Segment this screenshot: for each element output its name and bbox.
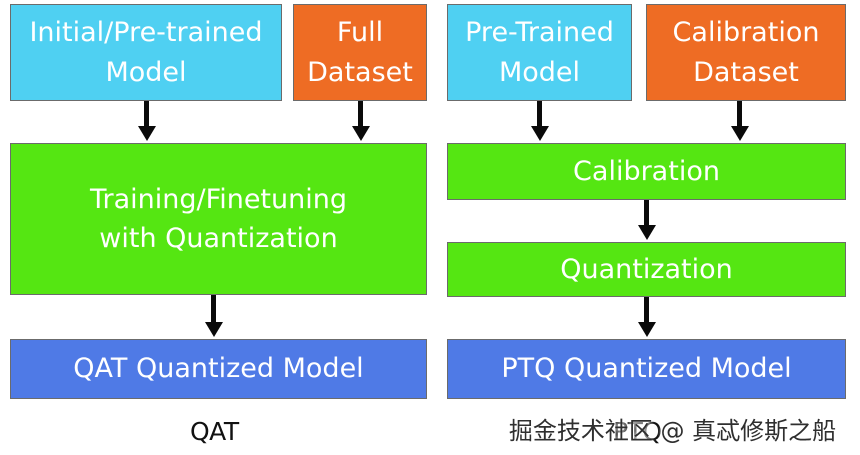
qat-full-dataset-label: Full Dataset [307, 17, 413, 88]
qat-model-to-training-arrow [144, 101, 149, 127]
qat-initial-model-label: Initial/Pre-trained Model [29, 17, 263, 88]
ptq-calibration-box: Calibration [447, 143, 846, 200]
ptq-calibration-label: Calibration [573, 155, 720, 187]
ptq-quantized-model-label: PTQ Quantized Model [501, 353, 792, 385]
qat-full-dataset-box: Full Dataset [293, 4, 427, 101]
qat-training-label: Training/Finetuning with Quantization [90, 183, 347, 254]
ptq-quantization-label: Quantization [560, 253, 733, 285]
ptq-model-to-calibration-arrow [537, 101, 542, 127]
ptq-calibration-to-quantization-arrow [644, 200, 649, 226]
qat-quantized-model-label: QAT Quantized Model [73, 353, 364, 385]
ptq-quantization-box: Quantization [447, 242, 846, 297]
ptq-calibration-dataset-box: Calibration Dataset [646, 4, 846, 101]
ptq-caption: PTQ [613, 417, 662, 446]
ptq-quantized-model-box: PTQ Quantized Model [447, 339, 846, 399]
qat-caption: QAT [190, 417, 239, 446]
ptq-pretrained-model-box: Pre-Trained Model [447, 4, 632, 101]
watermark: 掘金技术社区 @ 真忒修斯之船 [508, 416, 837, 445]
qat-dataset-to-training-arrow [358, 101, 363, 127]
ptq-dataset-to-calibration-arrow [737, 101, 742, 127]
qat-training-to-output-arrow [211, 295, 216, 323]
qat-quantized-model-box: QAT Quantized Model [10, 339, 427, 399]
qat-training-box: Training/Finetuning with Quantization [10, 143, 427, 295]
ptq-calibration-dataset-label: Calibration Dataset [672, 17, 820, 88]
ptq-pretrained-model-label: Pre-Trained Model [465, 17, 614, 88]
qat-initial-model-box: Initial/Pre-trained Model [10, 4, 282, 101]
ptq-quantization-to-output-arrow [644, 297, 649, 323]
